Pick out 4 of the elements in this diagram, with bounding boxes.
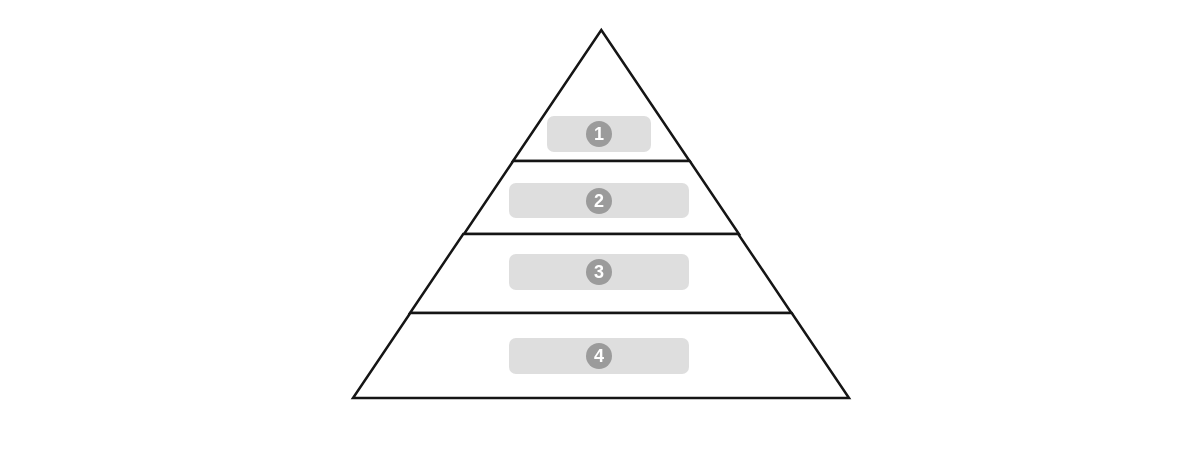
number-badge: 3 [586, 259, 612, 285]
number-badge: 1 [586, 121, 612, 147]
number-badge: 2 [586, 187, 612, 214]
number-badge: 4 [586, 343, 612, 369]
